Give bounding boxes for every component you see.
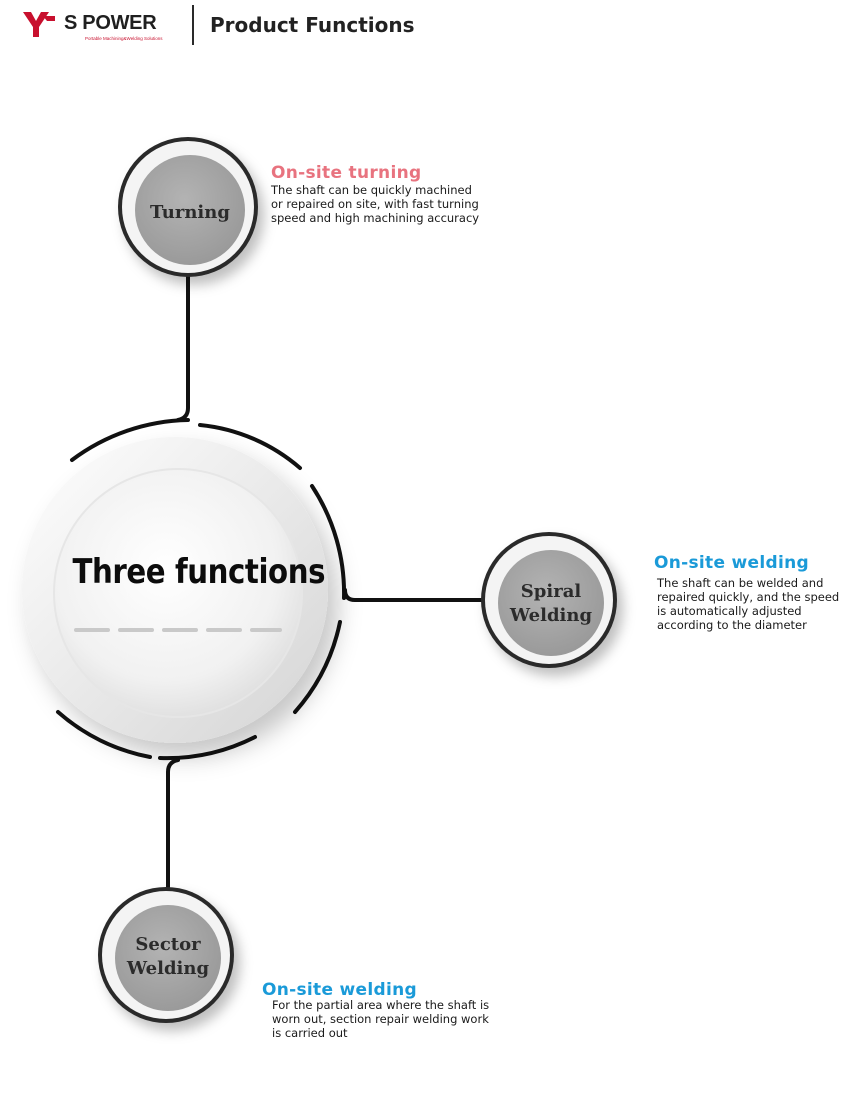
node-label-spiral-welding: Spiral Welding [491, 580, 611, 628]
node-label-line: Sector [135, 934, 201, 955]
brand-tagline: Portable Machining&Welding Solutions [85, 36, 163, 41]
connector-bottom [166, 758, 180, 897]
connector-top [176, 266, 190, 422]
node-label-line: Welding [126, 958, 210, 979]
callout-desc-spiral-welding: The shaft can be welded and repaired qui… [657, 576, 840, 632]
center-circle [22, 437, 328, 743]
node-label-turning: Turning [130, 201, 250, 225]
header-divider [192, 5, 194, 45]
brand-logo: S POWER Portable Machining&Welding Solut… [22, 10, 182, 44]
node-turning [118, 137, 258, 277]
brand-name: S POWER [64, 12, 157, 34]
callout-desc-turning: The shaft can be quickly machined or rep… [271, 183, 480, 225]
connector-right [343, 588, 485, 602]
node-spiral-welding [481, 532, 617, 668]
callout-title-spiral-welding: On-site welding [654, 553, 809, 573]
callout-title-sector-welding: On-site welding [262, 980, 417, 1000]
logo-mark-icon [23, 12, 55, 37]
center-title: Three functions [72, 552, 326, 592]
node-label-line: Spiral [520, 581, 582, 602]
node-label-line: Welding [509, 605, 593, 626]
node-sector-welding [98, 887, 234, 1023]
orbit-arcs [56, 418, 347, 761]
callout-desc-sector-welding: For the partial area where the shaft is … [272, 998, 490, 1040]
page-header: S POWER Portable Machining&Welding Solut… [0, 0, 858, 60]
callout-title-turning: On-site turning [271, 163, 422, 183]
node-label-sector-welding: Sector Welding [108, 933, 228, 981]
node-label-line: Turning [150, 202, 230, 223]
page-title: Product Functions [210, 13, 415, 37]
